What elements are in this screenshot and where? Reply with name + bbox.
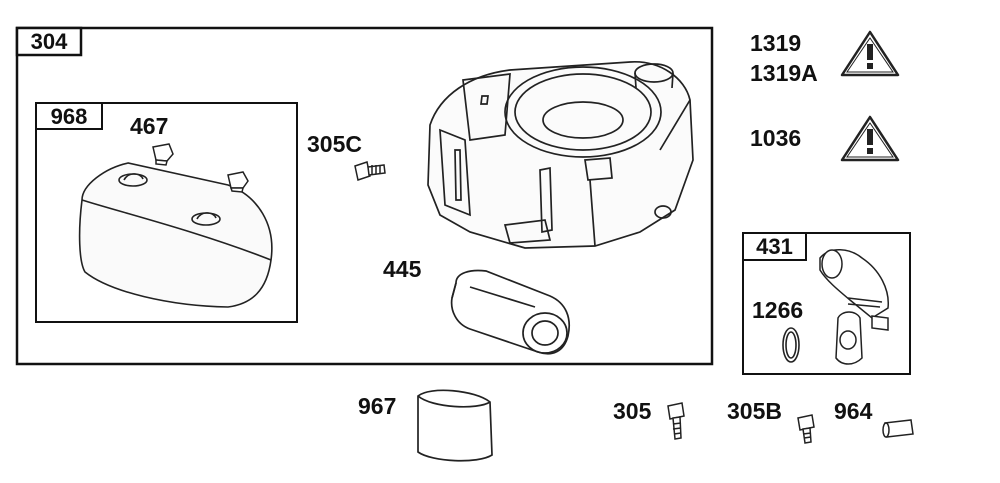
air-cleaner-cover-part [78, 162, 273, 308]
part-label-1319A: 1319A [750, 60, 818, 86]
warning-icon [840, 115, 900, 162]
part-label-467: 467 [130, 113, 169, 139]
part-label-305B: 305B [727, 398, 782, 424]
screw-305-part [667, 402, 685, 440]
group-431-label: 431 [756, 234, 793, 259]
air-filter-part [450, 269, 570, 355]
part-label-305C: 305C [307, 131, 362, 157]
group-304-label: 304 [30, 29, 68, 54]
sleeve-part [882, 419, 914, 438]
part-label-305: 305 [613, 398, 652, 424]
screw-305B-part [797, 414, 815, 444]
part-label-964: 964 [834, 398, 873, 424]
part-label-1266: 1266 [752, 297, 804, 323]
blower-housing-part [427, 61, 694, 249]
group-431 [742, 232, 911, 375]
part-label-1036: 1036 [750, 125, 802, 151]
o-ring-part [782, 327, 800, 363]
group-304 [15, 26, 714, 366]
group-968-label: 968 [50, 104, 88, 129]
screw-part [354, 161, 386, 181]
elbow-part [819, 249, 889, 365]
warning-icon [840, 30, 900, 77]
group-968 [35, 102, 298, 323]
pre-cleaner-part [417, 389, 493, 462]
part-label-967: 967 [358, 393, 397, 419]
part-label-445: 445 [383, 256, 422, 282]
clip-part [152, 143, 249, 193]
part-label-1319: 1319 [750, 30, 802, 56]
